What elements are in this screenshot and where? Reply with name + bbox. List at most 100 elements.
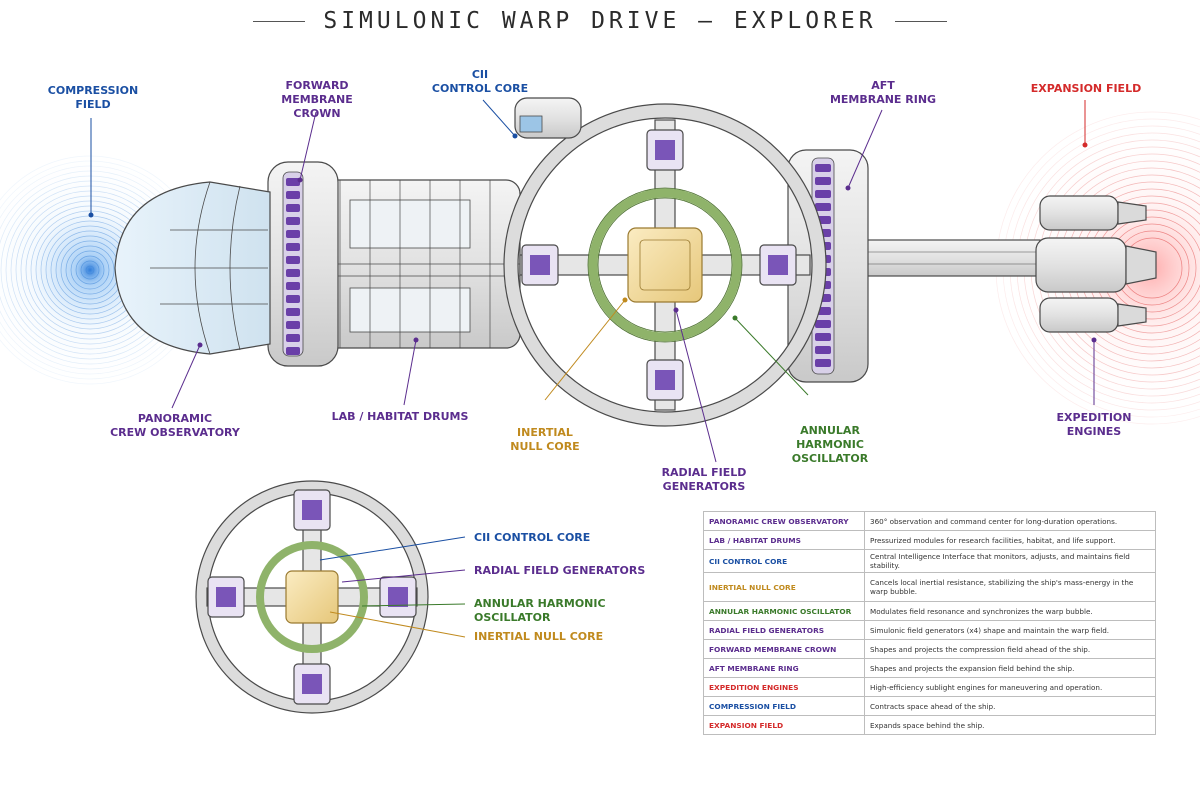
- crown-coil: [286, 243, 300, 251]
- cii-window: [519, 115, 543, 133]
- label-line: MEMBRANE CROWN: [281, 93, 353, 120]
- legend-component-description: Simulonic field generators (x4) shape an…: [864, 620, 1156, 640]
- legend-component-name: AFT MEMBRANE RING: [703, 658, 865, 678]
- front-label-cii-control-core: CII CONTROL CORE: [474, 531, 591, 544]
- legend-component-name: FORWARD MEMBRANE CROWN: [703, 639, 865, 659]
- legend-component-name: COMPRESSION FIELD: [703, 696, 865, 716]
- legend-component-name: CII CONTROL CORE: [703, 549, 865, 573]
- label-line: AFT: [871, 79, 895, 92]
- legend-component-description: Pressurized modules for research facilit…: [864, 530, 1156, 550]
- label-line: HARMONIC OSCILLATOR: [791, 438, 869, 465]
- label-forward-membrane-crown: FORWARD MEMBRANE CROWN: [256, 79, 378, 121]
- title-rule-left: [253, 21, 306, 22]
- crown-coil: [286, 295, 300, 303]
- label-line: EXPANSION FIELD: [1030, 82, 1142, 95]
- crown-coil: [286, 204, 300, 212]
- generator-coil: [655, 140, 675, 160]
- leader-aft: [847, 109, 883, 189]
- label-lab-habitat-drums: LAB / HABITAT DRUMS: [330, 410, 470, 424]
- legend-component-description: Shapes and projects the expansion field …: [864, 658, 1156, 678]
- leader-crown: [299, 111, 317, 181]
- aft-ring-coil: [815, 203, 831, 211]
- front-generator-coil: [302, 500, 322, 520]
- leader-drums: [403, 339, 417, 406]
- label-line: GENERATORS: [662, 480, 746, 493]
- oscillator-edge: [597, 197, 733, 333]
- leader-oscillator: [734, 317, 809, 396]
- label-line: CREW OBSERVATORY: [110, 426, 240, 439]
- label-expedition-engines: EXPEDITION ENGINES: [1046, 411, 1142, 439]
- legend-component-description: Contracts space ahead of the ship.: [864, 696, 1156, 716]
- engine-top: [1039, 195, 1119, 231]
- front-label-radial-field-generators: RADIAL FIELD GENERATORS: [474, 564, 646, 577]
- compression-field-ring: [75, 255, 105, 285]
- crown-coil: [286, 256, 300, 264]
- leader-dot: [732, 315, 738, 321]
- engine-nozzle: [1117, 201, 1147, 225]
- crown-coil: [286, 191, 300, 199]
- compression-field-ring: [65, 245, 115, 295]
- leader-dot: [88, 212, 94, 218]
- aft-ring-coil: [815, 346, 831, 354]
- label-line: NULL CORE: [510, 440, 580, 453]
- generator-coil: [655, 370, 675, 390]
- leader-dot: [622, 297, 628, 303]
- inertial-null-core: [627, 227, 703, 303]
- label-line: CII: [471, 68, 489, 81]
- main-warp-ring-inner: [517, 117, 813, 413]
- label-inertial-null-core: INERTIAL NULL CORE: [506, 426, 584, 454]
- crown-coil: [286, 308, 300, 316]
- leader-dot: [413, 337, 419, 343]
- label-line: COMPRESSION: [47, 84, 139, 97]
- label-cii-control-core: CII CONTROL CORE: [428, 68, 532, 96]
- legend-component-description: Expands space behind the ship.: [864, 715, 1156, 735]
- front-warp-ring: [196, 481, 428, 713]
- front-generator-coil: [388, 587, 408, 607]
- generator-coil: [530, 255, 550, 275]
- label-line: FORWARD: [285, 79, 349, 92]
- crown-coil: [286, 282, 300, 290]
- aft-ring-coil: [815, 177, 831, 185]
- front-leader-cii: [319, 536, 466, 561]
- label-line: PANORAMIC: [137, 412, 213, 425]
- leader-cii: [482, 99, 516, 137]
- front-label-inertial-null-core: INERTIAL NULL CORE: [474, 630, 604, 643]
- aft-ring-coil: [815, 190, 831, 198]
- legend-component-description: Shapes and projects the compression fiel…: [864, 639, 1156, 659]
- crown-coil: [286, 230, 300, 238]
- label-panoramic-crew-observatory: PANORAMIC CREW OBSERVATORY: [110, 412, 240, 440]
- legend-component-name: EXPEDITION ENGINES: [703, 677, 865, 697]
- observatory-frame: [194, 181, 211, 355]
- observatory-frame: [229, 185, 241, 351]
- compression-field-ring: [85, 265, 95, 275]
- legend-component-description: Cancels local inertial resistance, stabi…: [864, 572, 1156, 602]
- crown-coil: [286, 269, 300, 277]
- leader-dot: [673, 307, 679, 313]
- label-aft-membrane-ring: AFT MEMBRANE RING: [828, 79, 938, 107]
- compression-field-ring: [80, 260, 100, 280]
- main-warp-ring-outer: [503, 103, 827, 427]
- label-line: EXPEDITION: [1056, 411, 1132, 424]
- engine-boom: [849, 239, 1041, 277]
- crown-coil: [286, 217, 300, 225]
- label-line: MEMBRANE RING: [829, 93, 937, 106]
- core-inner: [639, 239, 691, 291]
- legend-component-description: Central Intelligence Interface that moni…: [864, 549, 1156, 573]
- front-ring-outer: [195, 480, 429, 714]
- habitat-window-lower: [349, 287, 471, 333]
- front-leader-lines: [319, 536, 466, 638]
- label-compression-field: COMPRESSION FIELD: [40, 84, 146, 112]
- legend-component-name: RADIAL FIELD GENERATORS: [703, 620, 865, 640]
- leader-dot: [512, 133, 518, 139]
- leader-dot: [1091, 337, 1097, 343]
- front-leader-null-core: [329, 611, 466, 638]
- ship-side-view: [114, 97, 1157, 427]
